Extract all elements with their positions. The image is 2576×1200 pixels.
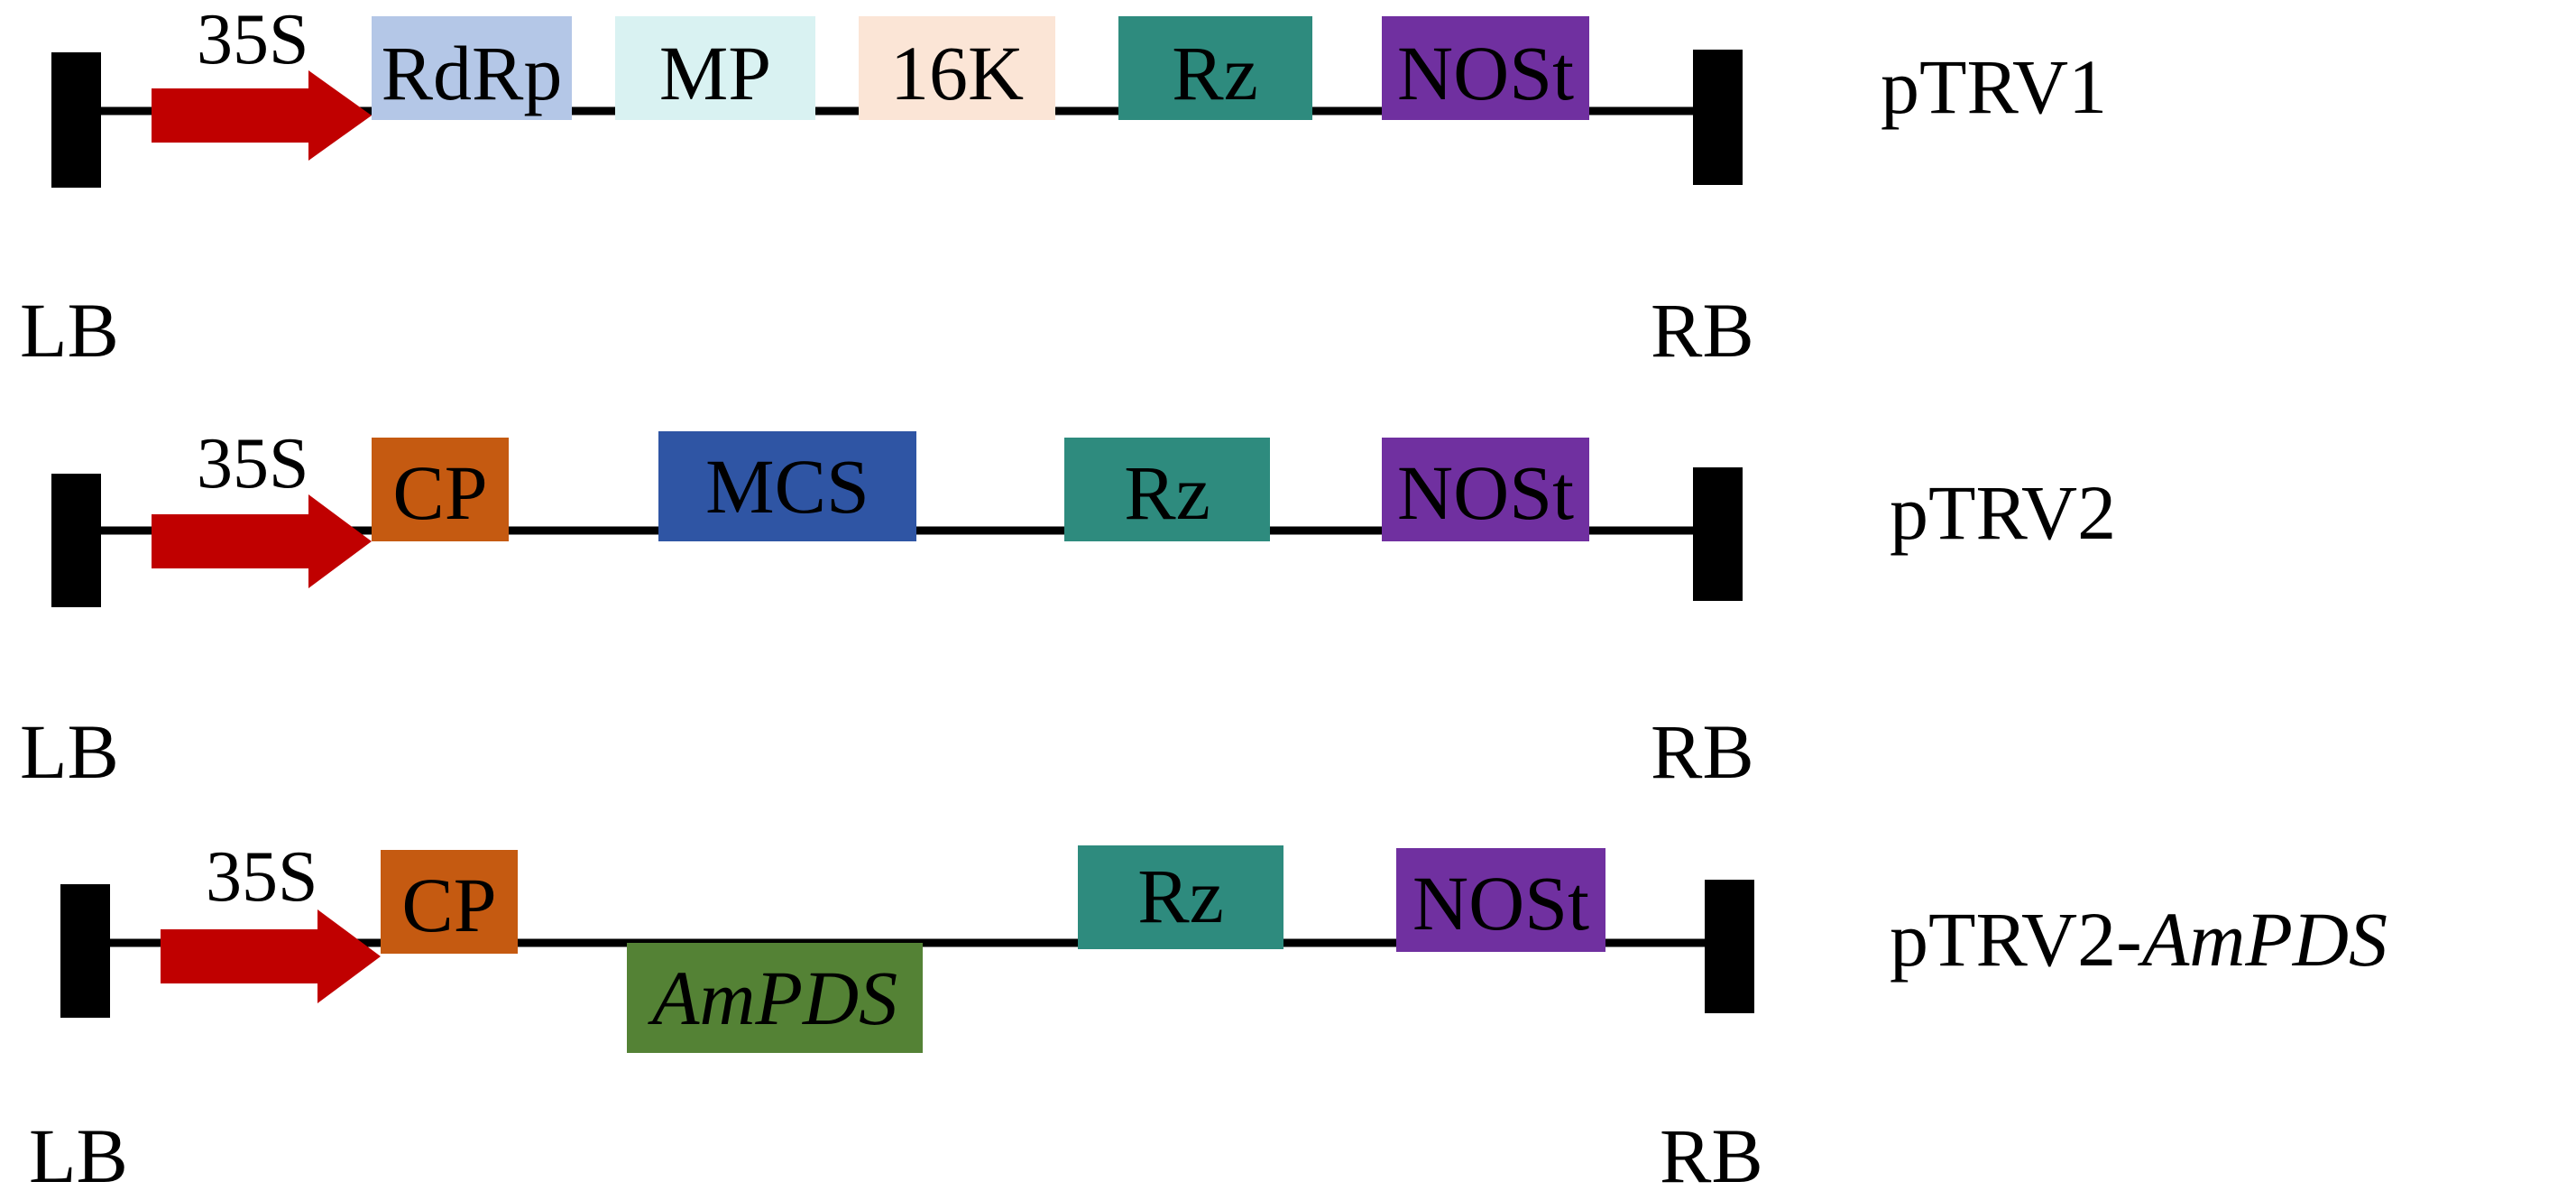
element-box-rz [1118,16,1312,120]
element-label-16k: 16K [890,30,1024,116]
element-label-mp: MP [659,30,771,116]
construct-ptrv1: 35S RdRp MP 16K Rz NOSt LB RB pTRV1 [20,0,2107,374]
construct-ptrv2: 35S CP MCS Rz NOSt LB RB pTRV2 [20,424,2116,795]
right-border-block [1693,50,1743,185]
element-label-nost: NOSt [1397,30,1574,116]
left-border-block [51,474,101,607]
construct-name: pTRV2-AmPDS [1890,896,2387,983]
element-box-ampds [627,943,923,1053]
element-box-rz [1078,845,1283,949]
element-box-cp [381,850,518,954]
element-label-ampds: AmPDS [648,955,897,1041]
left-border-label: LB [20,708,119,795]
right-border-label: RB [1660,1112,1763,1199]
left-border-block [60,884,110,1018]
element-label-rz: Rz [1137,853,1224,939]
promoter-arrow [152,70,372,161]
element-label-mcs: MCS [705,443,869,530]
element-box-cp [372,438,509,541]
element-label-cp: CP [392,449,487,536]
element-label-cp: CP [401,862,496,948]
element-box-rdrp [372,16,572,120]
promoter-arrow [161,909,381,1003]
right-border-block [1705,880,1754,1013]
right-border-block [1693,467,1743,601]
promoter-arrow [152,494,372,588]
left-border-block [51,52,101,188]
element-box-rz [1064,438,1270,541]
construct-name: pTRV2 [1890,469,2116,556]
right-border-label: RB [1651,287,1754,374]
promoter-label: 35S [197,0,309,79]
left-border-label: LB [29,1112,128,1199]
promoter-label: 35S [206,837,318,917]
construct-name: pTRV1 [1881,43,2107,130]
element-label-nost: NOSt [1412,860,1589,946]
left-border-label: LB [20,287,119,374]
element-box-mcs [658,431,916,541]
element-box-nost [1382,16,1589,120]
element-label-nost: NOSt [1397,449,1574,536]
promoter-label: 35S [197,424,309,503]
element-box-16k [859,16,1055,120]
element-label-rdrp: RdRp [382,30,563,116]
right-border-label: RB [1651,708,1754,795]
element-box-nost [1396,848,1605,952]
construct-ptrv2-ampds: 35S CP AmPDS Rz NOSt LB RB pTRV2-AmPDS [29,837,2387,1199]
element-label-rz: Rz [1172,30,1258,116]
element-box-nost [1382,438,1589,541]
element-box-mp [615,16,815,120]
element-label-rz: Rz [1124,449,1210,536]
